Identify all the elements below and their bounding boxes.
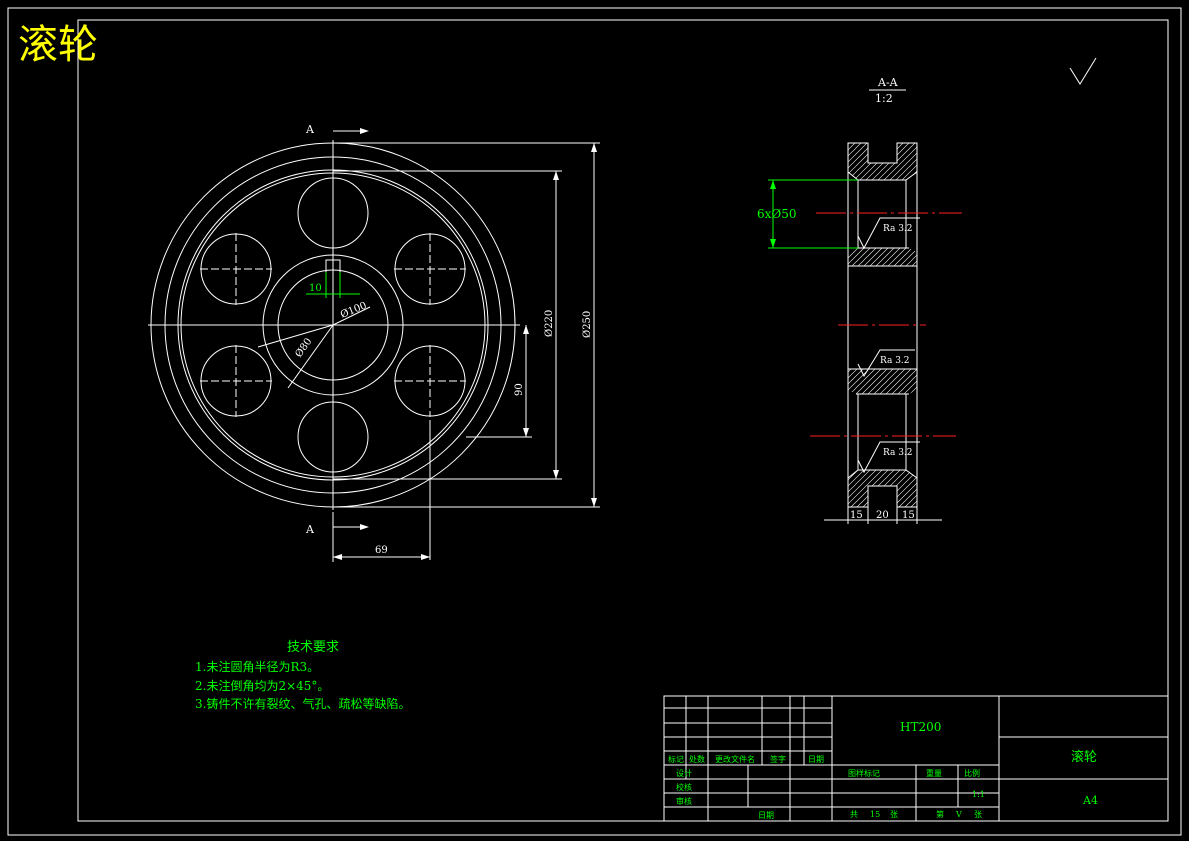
section-view-dimensions: 6xØ50 15 20 15: [757, 179, 942, 524]
svg-text:技术要求: 技术要求: [287, 640, 339, 655]
outer-border: [7, 7, 1182, 836]
svg-text:15: 15: [850, 510, 863, 521]
svg-text:A: A: [305, 523, 315, 536]
svg-text:处数: 处数: [689, 754, 705, 764]
tech-requirements: 技术要求 1.未注圆角半径为R3。 2.未注倒角均为2×45°。 3.铸件不许有…: [195, 640, 410, 711]
svg-text:标记: 标记: [668, 754, 684, 764]
front-view-dimensions: Ø250 Ø220 90 69 Ø100 Ø80: [257, 142, 600, 562]
svg-text:重量: 重量: [926, 768, 942, 778]
svg-text:6xØ50: 6xØ50: [757, 207, 797, 221]
svg-text:Ø220: Ø220: [544, 310, 555, 337]
front-view: [148, 140, 520, 560]
svg-text:滚轮: 滚轮: [1071, 749, 1097, 765]
svg-text:15: 15: [902, 510, 915, 521]
section-view-label: A-A 1:2: [869, 76, 906, 105]
svg-text:1:1: 1:1: [972, 790, 985, 799]
inner-frame: [77, 19, 1169, 822]
roughness-symbols: Ra 3.2 Ra 3.2 Ra 3.2: [857, 217, 920, 474]
svg-text:Ra 3.2: Ra 3.2: [883, 224, 913, 234]
svg-text:更改文件名: 更改文件名: [715, 754, 755, 764]
svg-text:设计: 设计: [676, 768, 692, 778]
svg-text:Ø250: Ø250: [582, 311, 593, 338]
svg-text:15: 15: [870, 810, 880, 819]
svg-text:20: 20: [876, 510, 889, 521]
svg-text:校核: 校核: [676, 782, 692, 792]
drawing-title: 滚轮: [18, 22, 98, 68]
section-markers: A A: [305, 123, 369, 536]
svg-text:A: A: [305, 123, 315, 136]
svg-text:3.铸件不许有裂纹、气孔、疏松等缺陷。: 3.铸件不许有裂纹、气孔、疏松等缺陷。: [195, 696, 410, 711]
svg-text:Ø100: Ø100: [339, 300, 368, 320]
svg-text:第: 第: [936, 809, 944, 819]
svg-text:A-A: A-A: [877, 76, 899, 89]
surface-finish-icon: [1069, 57, 1097, 85]
section-view: [810, 142, 962, 508]
svg-text:张: 张: [890, 810, 898, 819]
svg-text:Ra 3.2: Ra 3.2: [883, 448, 913, 458]
svg-text:签字: 签字: [770, 754, 786, 764]
svg-text:2.未注倒角均为2×45°。: 2.未注倒角均为2×45°。: [195, 678, 329, 693]
svg-text:张: 张: [974, 810, 982, 819]
title-block: HT200 滚轮 A4 标记 处数 更改文件名 签字 日期 设计 校核 审核 日…: [663, 695, 1169, 822]
svg-text:日期: 日期: [808, 755, 824, 764]
svg-text:HT200: HT200: [900, 720, 941, 734]
svg-text:1:2: 1:2: [875, 92, 893, 105]
svg-text:审核: 审核: [676, 796, 692, 806]
svg-text:1.未注圆角半径为R3。: 1.未注圆角半径为R3。: [195, 659, 319, 674]
svg-text:Ra 3.2: Ra 3.2: [880, 356, 910, 366]
svg-text:90: 90: [514, 383, 525, 396]
svg-text:10: 10: [309, 283, 322, 294]
svg-text:V: V: [955, 810, 962, 819]
svg-text:69: 69: [375, 545, 388, 556]
keyway-dimension: 10: [306, 272, 360, 298]
svg-text:比例: 比例: [964, 768, 980, 778]
svg-text:A4: A4: [1082, 794, 1098, 807]
svg-text:图样标记: 图样标记: [848, 768, 880, 778]
svg-text:日期: 日期: [758, 811, 774, 820]
svg-text:共: 共: [850, 810, 858, 819]
